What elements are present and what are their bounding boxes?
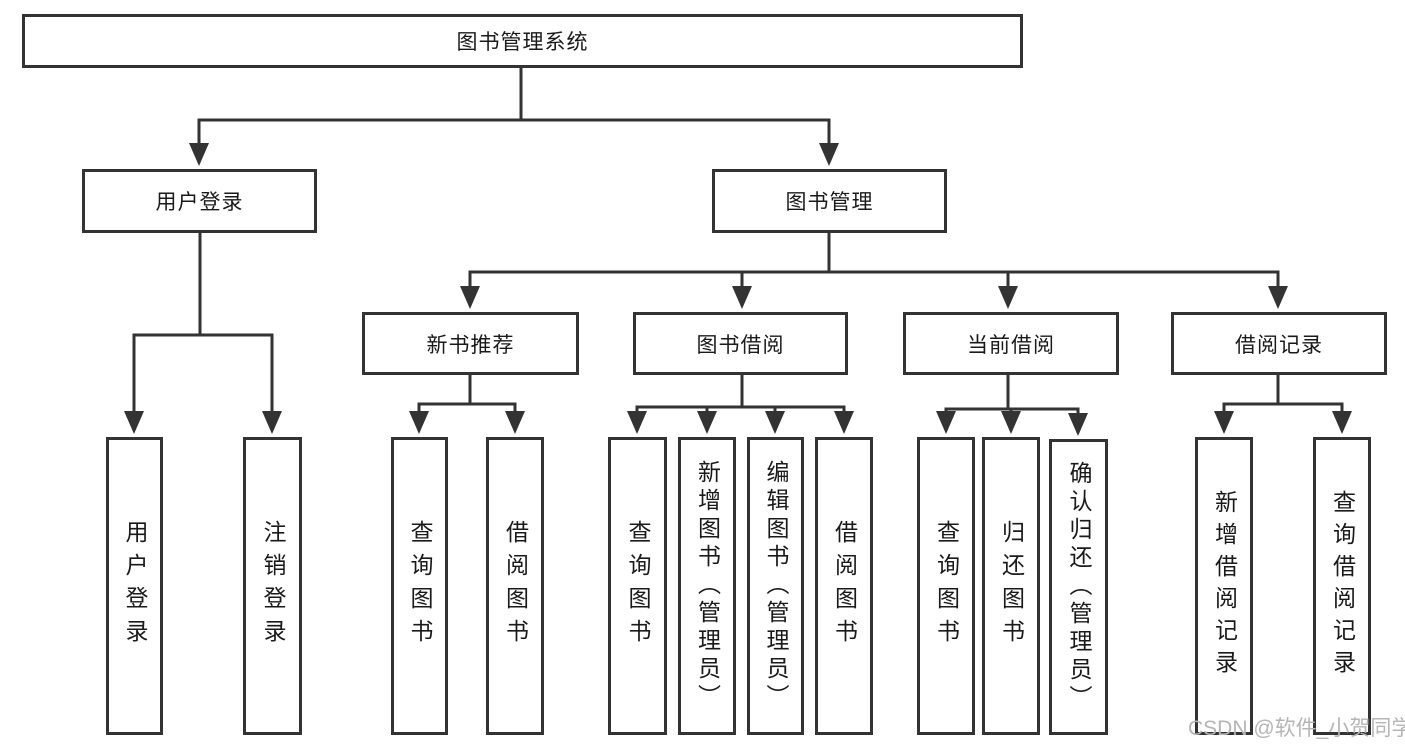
node-label: 新增借阅记录 bbox=[1211, 490, 1238, 682]
node-label: 新书推荐 bbox=[426, 333, 515, 357]
node-label: 图书管理系统 bbox=[456, 31, 589, 54]
node-label: 借阅图书 bbox=[502, 520, 529, 652]
leaf-br-query-borrow-record: 查询借阅记录 bbox=[1313, 437, 1371, 735]
node-label: 编辑图书（管理员） bbox=[763, 460, 789, 712]
node-label: 新增图书（管理员） bbox=[694, 460, 721, 712]
leaf-bb-add-books-admin: 新增图书（管理员） bbox=[678, 437, 736, 735]
node-label: 借阅图书 bbox=[831, 520, 858, 652]
node-label: 确认归还（管理员） bbox=[1066, 461, 1092, 713]
leaf-user-login: 用户登录 bbox=[106, 437, 163, 735]
node-book-borrowing: 图书借阅 bbox=[633, 312, 848, 375]
node-label: 用户登录 bbox=[122, 520, 148, 652]
node-label: 注销登录 bbox=[260, 520, 286, 652]
leaf-cb-return-books: 归还图书 bbox=[982, 437, 1040, 735]
node-label: 借阅记录 bbox=[1235, 333, 1323, 357]
node-label: 归还图书 bbox=[998, 520, 1025, 652]
node-current-borrowing: 当前借阅 bbox=[903, 312, 1119, 375]
leaf-bb-edit-books-admin: 编辑图书（管理员） bbox=[747, 437, 804, 735]
node-label: 当前借阅 bbox=[967, 333, 1055, 357]
leaf-br-add-borrow-record: 新增借阅记录 bbox=[1195, 437, 1253, 735]
node-label: 图书管理 bbox=[785, 191, 874, 214]
leaf-bb-borrow-books: 借阅图书 bbox=[815, 437, 873, 735]
node-label: 查询图书 bbox=[625, 520, 651, 652]
node-library-management-system: 图书管理系统 bbox=[22, 14, 1023, 68]
node-new-book-recommendation: 新书推荐 bbox=[362, 312, 579, 375]
leaf-cb-query-books: 查询图书 bbox=[917, 437, 975, 735]
node-label: 查询借阅记录 bbox=[1329, 490, 1356, 682]
leaf-nb-borrow-books: 借阅图书 bbox=[486, 437, 544, 735]
leaf-cb-confirm-return-admin: 确认归还（管理员） bbox=[1049, 439, 1108, 735]
node-borrowing-records: 借阅记录 bbox=[1171, 312, 1387, 375]
node-user-login: 用户登录 bbox=[82, 169, 317, 233]
watermark-text: CSDN @软件_小贺同学 bbox=[1188, 717, 1405, 740]
node-label: 图书借阅 bbox=[696, 333, 785, 357]
node-label: 查询图书 bbox=[933, 520, 960, 652]
node-book-management: 图书管理 bbox=[712, 169, 947, 233]
node-label: 查询图书 bbox=[407, 520, 433, 652]
node-label: 用户登录 bbox=[155, 191, 244, 214]
connector-trunks bbox=[132, 64, 1344, 411]
leaf-nb-query-books: 查询图书 bbox=[391, 437, 448, 735]
leaf-logout: 注销登录 bbox=[243, 437, 302, 735]
leaf-bb-query-books: 查询图书 bbox=[608, 437, 667, 735]
